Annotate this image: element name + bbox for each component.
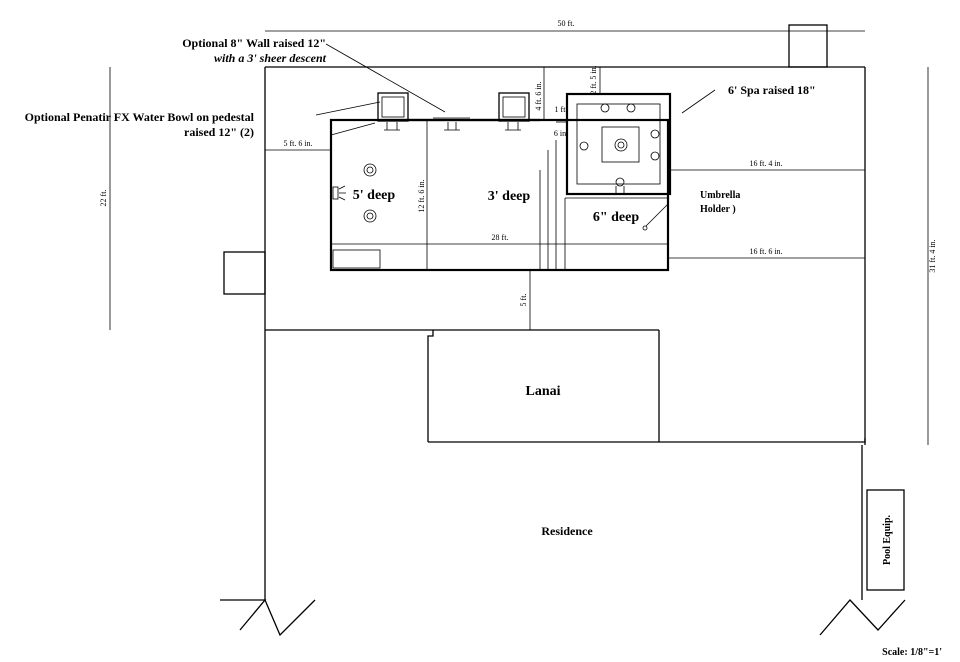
jet-icon: [579, 103, 660, 187]
dim-overall-width: 50 ft.: [558, 19, 575, 28]
lanai-label: Lanai: [525, 384, 560, 399]
spa-label: 6' Spa raised 18": [728, 83, 816, 97]
drain-icon: [614, 138, 628, 152]
dim-spa-gap-b: 6 in.: [554, 129, 568, 138]
dim-setback-left: 5 ft. 6 in.: [283, 139, 312, 148]
depth-6-label: 6" deep: [593, 210, 639, 225]
dim-pool-right: 16 ft. 6 in.: [749, 247, 782, 256]
light-icon: [332, 185, 346, 201]
pool-equip-box: [866, 489, 905, 591]
residence-outline: [265, 329, 866, 443]
scale-label: Scale: 1/8"=1': [882, 647, 942, 658]
dimension-lines: [109, 30, 929, 445]
depth-5-label: 5' deep: [353, 188, 396, 203]
bowl-label-line2: raised 12" (2): [184, 125, 254, 139]
utility-box-left: [223, 251, 266, 295]
property-boundary: [220, 66, 906, 637]
leader-lines: [315, 43, 716, 116]
dim-left-depth: 22 ft.: [99, 190, 108, 207]
residence-label: Residence: [541, 524, 593, 538]
umbrella-label-line1: Umbrella: [700, 190, 740, 201]
dim-lanai-gap: 5 ft.: [519, 294, 528, 307]
water-bowl-icon: [377, 92, 530, 131]
spa-light-icon: [612, 186, 628, 195]
wall-subtitle: with a 3' sheer descent: [214, 51, 327, 65]
umbrella-label-line2: Holder ): [700, 204, 736, 215]
umbrella-holder-icon: [642, 203, 669, 231]
bowl-label-line1: Optional Penatir FX Water Bowl on pedest…: [25, 110, 255, 124]
dim-pool-length: 28 ft.: [492, 233, 509, 242]
spa-bench: [601, 126, 640, 163]
wall-title: Optional 8" Wall raised 12": [182, 36, 326, 50]
dim-spa-right: 16 ft. 4 in.: [749, 159, 782, 168]
dim-spa-gap: 1 ft.: [555, 105, 568, 114]
dim-pool-width: 12 ft. 6 in.: [417, 179, 426, 212]
dim-spa-top: 2 ft. 5 in.: [589, 65, 598, 94]
utility-box-top: [788, 24, 828, 68]
spa: [565, 92, 672, 196]
depth-3-label: 3' deep: [488, 189, 531, 204]
dim-wall-offset: 4 ft. 6 in.: [534, 81, 543, 110]
dim-right-depth: 31 ft. 4 in.: [928, 239, 937, 272]
pool-equip-label: Pool Equip.: [882, 514, 893, 565]
spa-inner: [576, 103, 661, 185]
bubbler-icon: [363, 163, 377, 223]
